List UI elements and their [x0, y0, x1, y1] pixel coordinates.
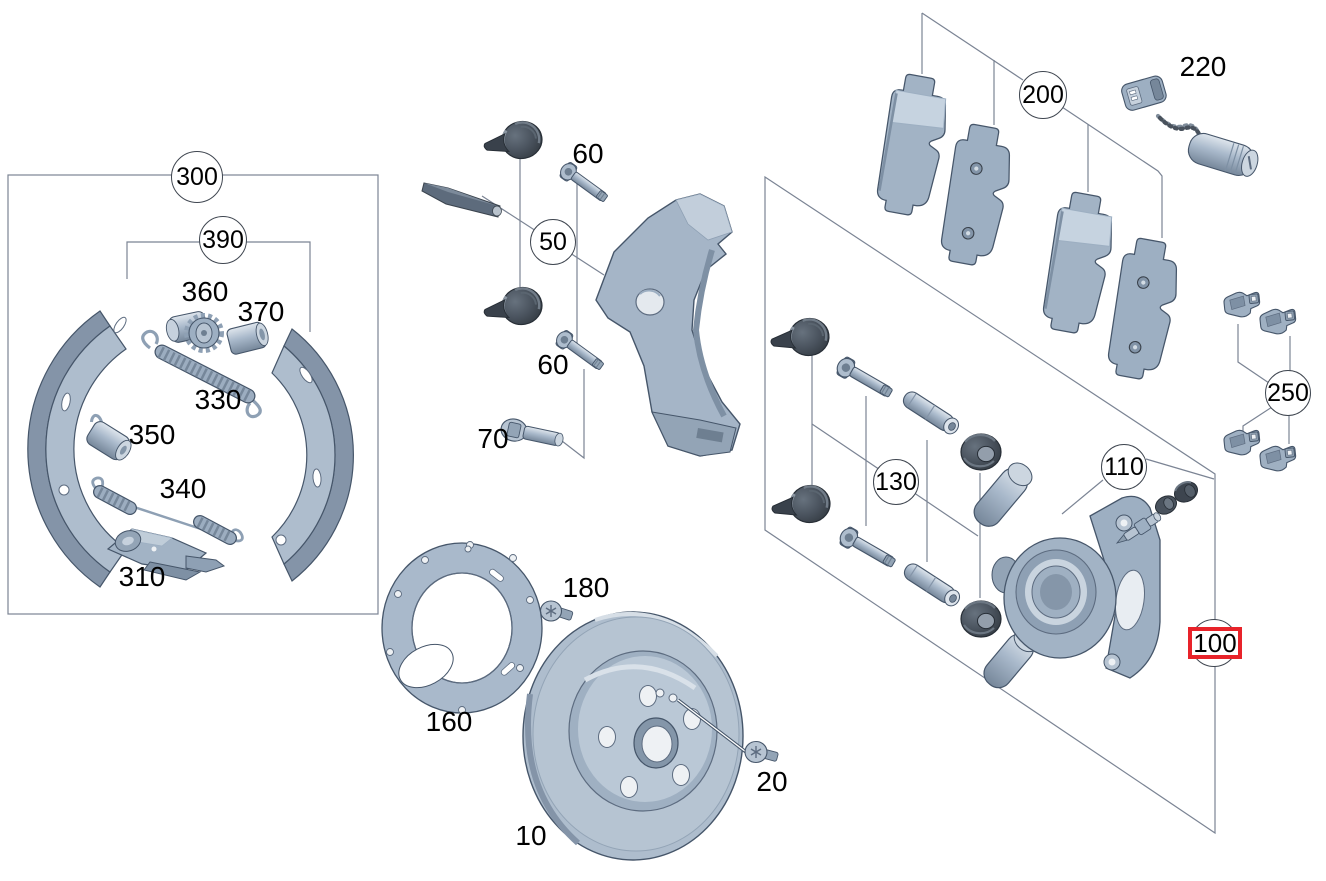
return-spring-330 [141, 329, 262, 419]
leader-lines [7, 12, 1291, 835]
callout-350[interactable]: 350 [128, 419, 176, 450]
callout-10[interactable]: 10 [515, 820, 547, 851]
caliper-carrier-50 [595, 193, 741, 457]
parking-brake-shoe-right [271, 328, 354, 582]
assembly-panel-outline [764, 175, 1216, 835]
brake-pad-outer-left [871, 71, 955, 220]
callout-330[interactable]: 330 [194, 384, 242, 415]
callout-110[interactable]: 110 [1101, 444, 1147, 490]
guide-pin-cap-bottom [479, 282, 547, 333]
disc-set-screw-20 [744, 740, 779, 764]
callout-200[interactable]: 200 [1019, 71, 1067, 119]
grease-tube [421, 182, 502, 218]
guide-cap-130-bottom [768, 481, 834, 530]
brake-pad-inner-left [935, 121, 1019, 270]
pad-retainer-clip-2 [1258, 306, 1298, 337]
brake-caliper-100 [973, 462, 1161, 689]
callout-340[interactable]: 340 [159, 473, 207, 504]
callout-250[interactable]: 250 [1265, 370, 1311, 416]
adjuster-wheel-360 [165, 311, 224, 353]
callout-220[interactable]: 220 [1179, 51, 1227, 82]
guide-bushing-130-top [959, 432, 1003, 472]
callout-100-selected-highlight[interactable]: 100 [1188, 627, 1242, 659]
callout-300[interactable]: 300 [171, 151, 223, 203]
pad-retainer-clip-3 [1222, 427, 1262, 458]
callout-50[interactable]: 50 [530, 219, 576, 265]
guide-pin-cap-top [479, 116, 547, 167]
dust-shield-160 [381, 541, 543, 714]
brake-pad-outer-right [1037, 189, 1121, 338]
bleeder-valve-110 [1115, 481, 1198, 544]
carrier-bolt-70 [500, 418, 564, 447]
callout-70[interactable]: 70 [477, 423, 509, 454]
guide-sleeve-130-bottom [900, 560, 964, 610]
bleeder-cap [1154, 495, 1178, 515]
pad-retainer-clip-1 [1222, 289, 1262, 320]
callout-20[interactable]: 20 [756, 766, 788, 797]
callout-370[interactable]: 370 [237, 296, 285, 327]
callout-180[interactable]: 180 [562, 572, 610, 603]
adjuster-sleeve-370 [226, 321, 269, 355]
brake-pad-inner-right [1102, 235, 1186, 384]
callout-60-top[interactable]: 60 [572, 138, 604, 169]
pad-retainer-clip-4 [1258, 443, 1298, 474]
brake-disc-10 [522, 611, 748, 861]
callout-360[interactable]: 360 [181, 276, 229, 307]
pad-wear-sensor-220 [1121, 75, 1259, 177]
guide-sleeve-130-top [899, 388, 963, 438]
guide-bolt-130-top [833, 354, 897, 403]
callout-390[interactable]: 390 [199, 216, 247, 264]
callout-130[interactable]: 130 [873, 459, 919, 505]
callout-160[interactable]: 160 [425, 706, 473, 737]
piston-plug-350 [86, 413, 132, 461]
bleeder-cap-2 [1174, 481, 1198, 503]
shield-screw-180 [539, 600, 574, 622]
shoe-expander-310 [106, 528, 226, 581]
callout-310[interactable]: 310 [118, 561, 166, 592]
parking-brake-shoe-left [27, 310, 127, 588]
hold-spring-340 [91, 476, 244, 545]
guide-bushing-130-bottom [959, 599, 1003, 639]
callout-60-bottom[interactable]: 60 [537, 349, 569, 380]
guide-cap-130-top [767, 314, 833, 363]
guide-bolt-130-bottom [836, 524, 900, 573]
